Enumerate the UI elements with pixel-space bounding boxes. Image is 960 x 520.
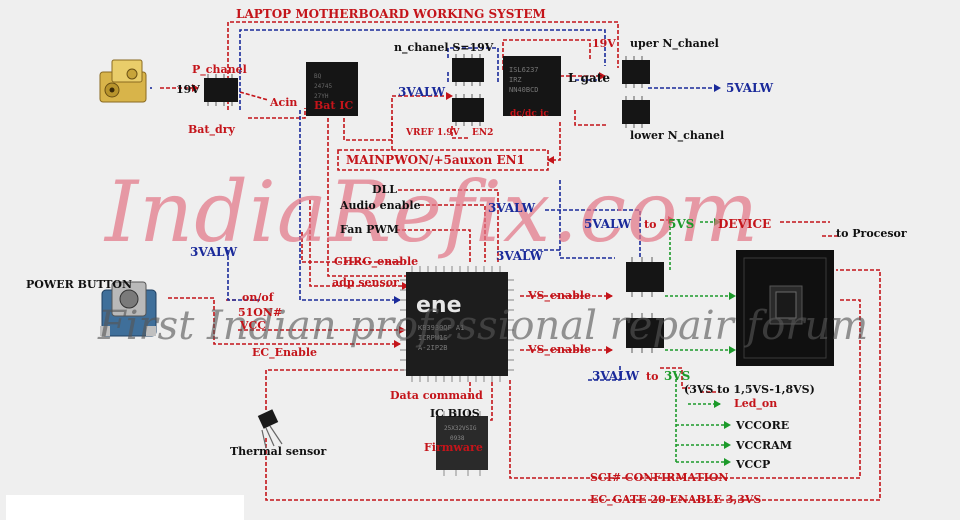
watermark-main: IndiaRefix.com: [105, 163, 760, 261]
label-led-on: Led_on: [734, 397, 778, 410]
label-vccore: VCCORE: [736, 419, 790, 432]
bat-ic-marking-3: 27YH: [314, 93, 329, 100]
power-button-icon: [100, 281, 157, 337]
label-bat-dry: Bat_dry: [188, 123, 235, 136]
label-ec-gate: EC_GATE 20 ENABLE 3,3VS: [590, 493, 762, 506]
dcdc-ic-chip: ISL6237 IRZ NN40BCD: [503, 56, 561, 116]
label-5valw-to: 5VALW: [584, 217, 632, 231]
label-3valw-to: 3VALW: [592, 369, 640, 383]
label-adp-sensor: adp sensor: [332, 276, 399, 289]
bat-ic-chip: BQ 24745 27YH: [306, 62, 358, 116]
vs5-mosfet-icon: [626, 257, 664, 297]
dcdc-marking-1: ISL6237: [509, 66, 539, 74]
label-dcdc-ic: dc/dc ic: [510, 109, 549, 119]
label-vref: VREF 1.9V: [406, 128, 460, 138]
label-vs-enable-1: VS_enable: [528, 289, 591, 302]
bios-marking-2: 0938: [450, 435, 465, 442]
label-n-chanel-s: n_chanel S=19V: [394, 41, 494, 54]
n-chanel-mosfet-upper-icon: [452, 54, 484, 86]
label-p-chanel: P_chanel: [192, 63, 247, 76]
bios-marking-1: 25X32VSIG: [444, 425, 477, 432]
bat-ic-marking-2: 24745: [314, 83, 332, 90]
ic-bios-chip: 25X32VSIG 0938: [436, 411, 488, 476]
red-wires: [160, 21, 881, 501]
label-l-gate: L gate: [568, 71, 610, 85]
blue-wires: [150, 29, 721, 381]
label-5valw-top: 5VALW: [726, 81, 774, 95]
label-3valw-ec: 3VALW: [496, 249, 544, 263]
label-3valw-top: 3VALW: [398, 85, 446, 99]
label-power-button: POWER BUTTON: [26, 278, 133, 291]
vs3-mosfet-icon: [626, 313, 664, 353]
ec-marking-2: ICRPW1S: [418, 334, 448, 342]
label-audio-enable: Audio enable: [340, 199, 421, 212]
label-fan-pwm: Fan PWM: [340, 223, 399, 236]
label-mainpwon: MAINPWON/+5auxon EN1: [346, 153, 525, 167]
label-bat-ic: Bat IC: [314, 99, 354, 112]
label-vccp: VCCP: [736, 458, 771, 471]
dcdc-marking-2: IRZ: [509, 76, 522, 84]
label-data-command: Data command: [390, 389, 483, 402]
label-3vs: 3VS: [664, 369, 691, 383]
ec-chip: ene KB3930QF A1 ICRPW1S A-2IP2B: [400, 266, 514, 382]
uper-n-chanel-mosfet-icon: [622, 56, 650, 88]
bat-ic-marking-1: BQ: [314, 73, 322, 80]
label-51on: 51ON#: [238, 306, 283, 319]
thermal-sensor-icon: [257, 409, 283, 449]
label-dll: DLL: [372, 183, 398, 196]
diagram-title: LAPTOP MOTHERBOARD WORKING SYSTEM: [236, 7, 546, 21]
label-lower-n-chanel: lower N_chanel: [630, 129, 725, 142]
procesor-chip: [736, 250, 834, 366]
label-3valw-mid: 3VALW: [488, 201, 536, 215]
green-wires: [665, 218, 736, 466]
label-3vs-conversion: (3VS to 1,5VS-1,8VS): [684, 383, 815, 396]
label-vcc: VCC: [240, 319, 267, 332]
label-to-1: to: [644, 218, 657, 231]
label-5vs: 5VS: [668, 217, 695, 231]
ec-marking-3: A-2IP2B: [418, 344, 448, 352]
label-19v-left: 19V: [176, 83, 200, 96]
ec-marking-1: KB3930QF A1: [418, 324, 464, 332]
label-vs-enable-2: VS_enable: [528, 343, 591, 356]
label-ic-bios: IC BIOS: [430, 407, 480, 420]
dcdc-marking-3: NN40BCD: [509, 86, 539, 94]
label-to-2: to: [646, 370, 659, 383]
label-ec-enable: EC_Enable: [252, 346, 318, 359]
dc-jack-icon: [99, 59, 147, 103]
label-vccram: VCCRAM: [736, 439, 792, 452]
watermark-sub: First Indian professional repair forum: [98, 303, 869, 349]
label-device: DEVICE: [718, 217, 772, 231]
p-chanel-mosfet-icon: [204, 74, 238, 106]
label-acin: Acin: [270, 96, 298, 109]
label-en2: EN2: [472, 128, 494, 138]
ec-brand-logo: ene: [416, 293, 462, 318]
label-on-of: on/of: [242, 291, 274, 304]
label-firmware: Firmware: [424, 441, 483, 454]
label-3valw-left: 3VALW: [190, 245, 238, 259]
label-sci-confirmation: SCI# CONFIRMATION: [590, 471, 729, 484]
label-to-procesor: to Procesor: [836, 227, 907, 240]
lower-n-chanel-mosfet-icon: [622, 96, 650, 128]
n-chanel-mosfet-lower-icon: [452, 94, 484, 126]
label-uper-n-chanel: uper N_chanel: [630, 37, 719, 50]
label-thermal-sensor: Thermal sensor: [230, 445, 327, 458]
bottom-blank-panel: [6, 495, 244, 520]
label-chrg-enable: CHRG_enable: [334, 255, 419, 268]
label-19v-right: 19V: [592, 37, 616, 50]
